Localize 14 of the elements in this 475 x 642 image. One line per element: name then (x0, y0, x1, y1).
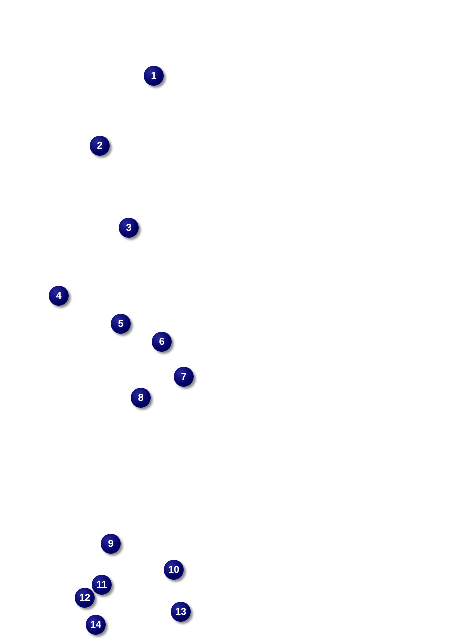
callout-number: 11 (92, 575, 112, 595)
callout-number: 5 (111, 314, 131, 334)
callout-number: 13 (171, 602, 191, 622)
callout-number: 8 (131, 388, 151, 408)
callout-number: 4 (49, 286, 69, 306)
callout-number: 12 (75, 588, 95, 608)
callout-number: 9 (101, 534, 121, 554)
callout-number: 1 (144, 66, 164, 86)
callout-number: 2 (90, 136, 110, 156)
callout-number: 14 (86, 615, 106, 635)
callout-number: 10 (164, 560, 184, 580)
callout-number: 6 (152, 332, 172, 352)
callout-number: 3 (119, 218, 139, 238)
callout-number: 7 (174, 367, 194, 387)
